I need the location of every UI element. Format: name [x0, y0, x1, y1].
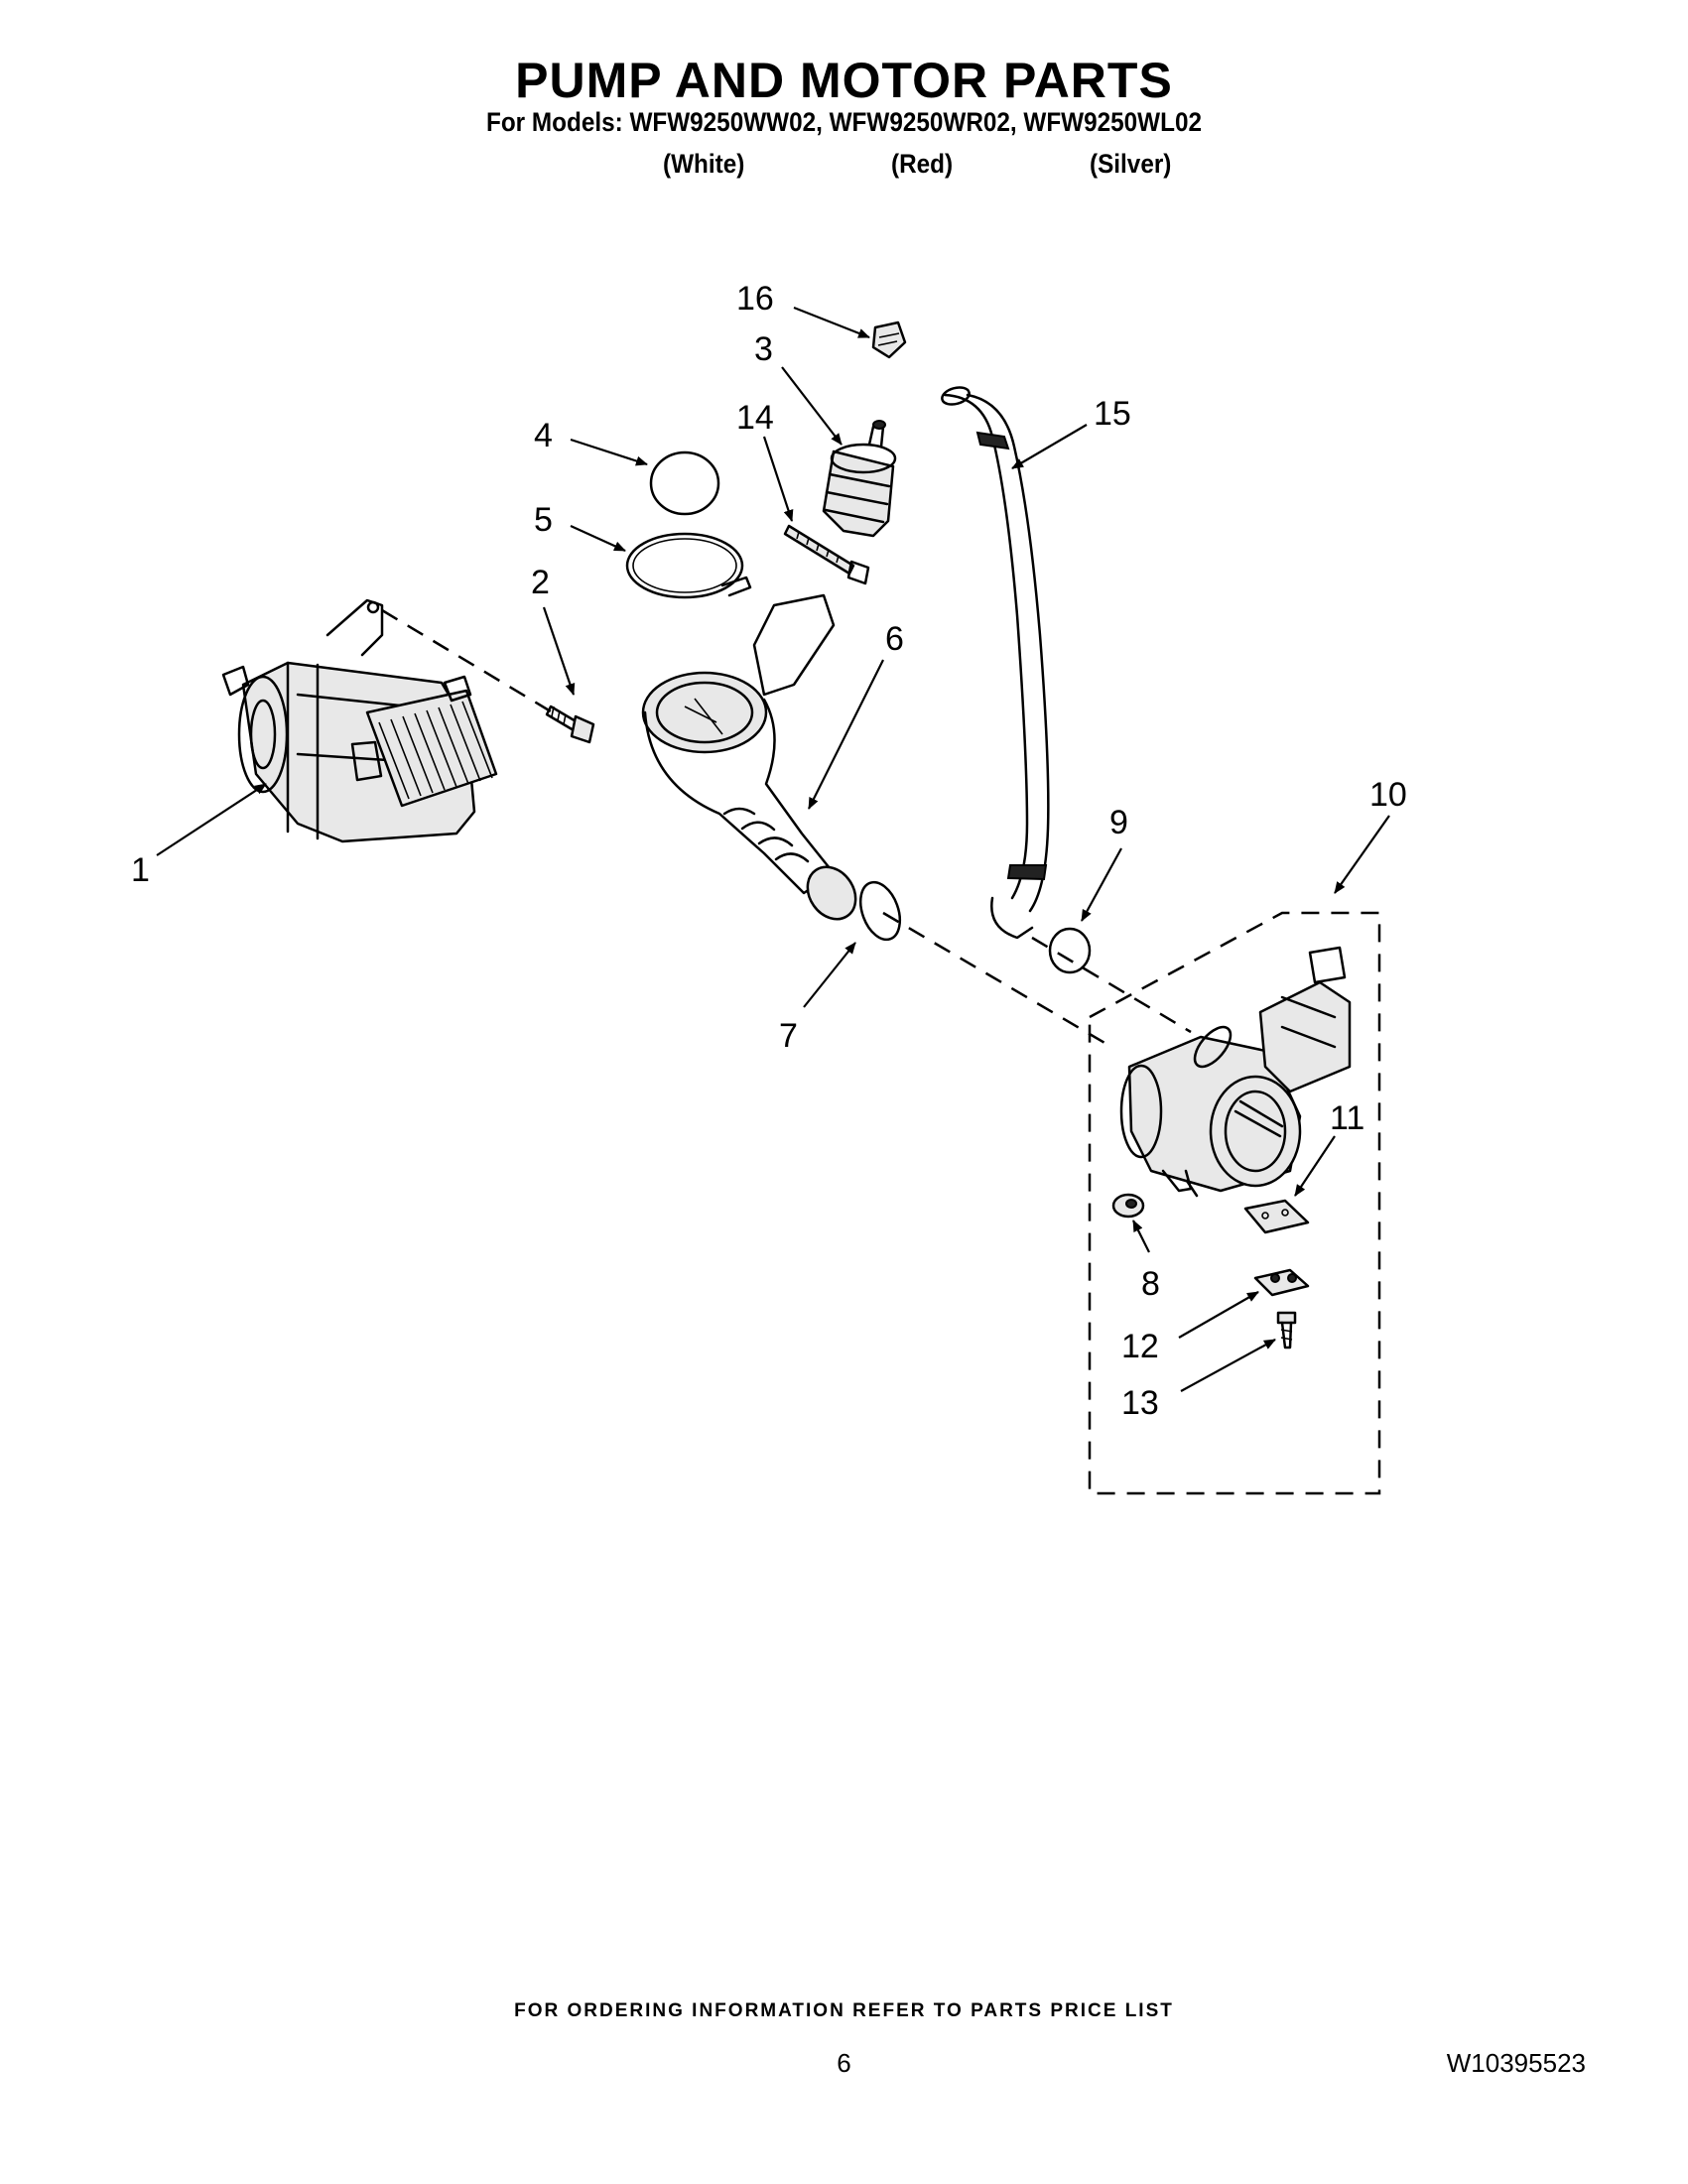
leader-4 — [570, 438, 648, 466]
callout-11: 11 — [1330, 1099, 1364, 1137]
color-white: (White) — [663, 149, 745, 179]
leader-16 — [793, 306, 870, 339]
leader-10 — [1334, 815, 1390, 894]
screw-13-part[interactable] — [1276, 1311, 1297, 1349]
seal-disc-part[interactable] — [649, 450, 720, 516]
tub-pump-hose-part[interactable] — [641, 593, 865, 929]
air-dome-part[interactable] — [822, 420, 897, 538]
callout-4: 4 — [534, 417, 553, 454]
callout-1: 1 — [131, 851, 150, 889]
model-list: For Models: WFW9250WW02, WFW9250WR02, WF… — [485, 107, 1202, 137]
cable-tie-part[interactable] — [783, 524, 870, 585]
ordering-info-note: FOR ORDERING INFORMATION REFER TO PARTS … — [514, 2000, 1174, 2021]
leader-6 — [808, 659, 884, 810]
drain-hose-part[interactable] — [940, 385, 1050, 940]
callout-16: 16 — [736, 280, 774, 318]
callout-14: 14 — [736, 399, 774, 437]
leader-3 — [781, 366, 843, 446]
hose-clamp-7-part[interactable] — [853, 877, 907, 946]
leader-12 — [1178, 1291, 1259, 1339]
leader-14 — [762, 436, 794, 522]
motor-part[interactable] — [221, 598, 498, 843]
leader-7 — [803, 942, 856, 1008]
leader-9 — [1081, 847, 1122, 922]
hose-pump-guide — [882, 911, 1112, 1049]
drain-hose-guide — [1031, 936, 1192, 1034]
callout-5: 5 — [534, 501, 553, 539]
leader-11 — [1294, 1135, 1336, 1197]
bolt-part[interactable] — [545, 705, 595, 744]
callout-13: 13 — [1121, 1384, 1159, 1422]
pump-assembly-box — [1088, 911, 1381, 1495]
leader-1 — [156, 783, 267, 856]
page-number: 6 — [837, 2048, 851, 2078]
callout-8: 8 — [1141, 1265, 1160, 1303]
leader-15 — [1011, 424, 1088, 469]
leader-8 — [1132, 1220, 1150, 1253]
cap-8-part[interactable] — [1111, 1193, 1145, 1219]
callout-12: 12 — [1121, 1328, 1159, 1365]
callout-3: 3 — [754, 330, 773, 368]
hose-clip-part[interactable] — [871, 321, 907, 359]
callout-2: 2 — [531, 564, 550, 601]
gasket-11-part[interactable] — [1243, 1199, 1310, 1234]
pump-assembly-part[interactable] — [1119, 946, 1352, 1198]
bracket-12-part[interactable] — [1253, 1268, 1310, 1297]
callout-15: 15 — [1094, 395, 1131, 433]
callout-6: 6 — [885, 620, 904, 658]
document-number: W10395523 — [1446, 2048, 1586, 2078]
hose-clamp-9-part[interactable] — [1048, 927, 1092, 974]
motor-bolt-guide — [381, 608, 557, 716]
callout-10: 10 — [1369, 776, 1407, 814]
clamp-ring-part[interactable] — [625, 532, 752, 599]
color-red: (Red) — [891, 149, 954, 179]
color-silver: (Silver) — [1090, 149, 1172, 179]
leader-2 — [542, 606, 576, 696]
callout-7: 7 — [779, 1017, 798, 1055]
leader-13 — [1180, 1339, 1276, 1392]
page-title: PUMP AND MOTOR PARTS — [515, 53, 1173, 108]
callout-9: 9 — [1109, 804, 1128, 841]
leader-5 — [570, 524, 626, 553]
